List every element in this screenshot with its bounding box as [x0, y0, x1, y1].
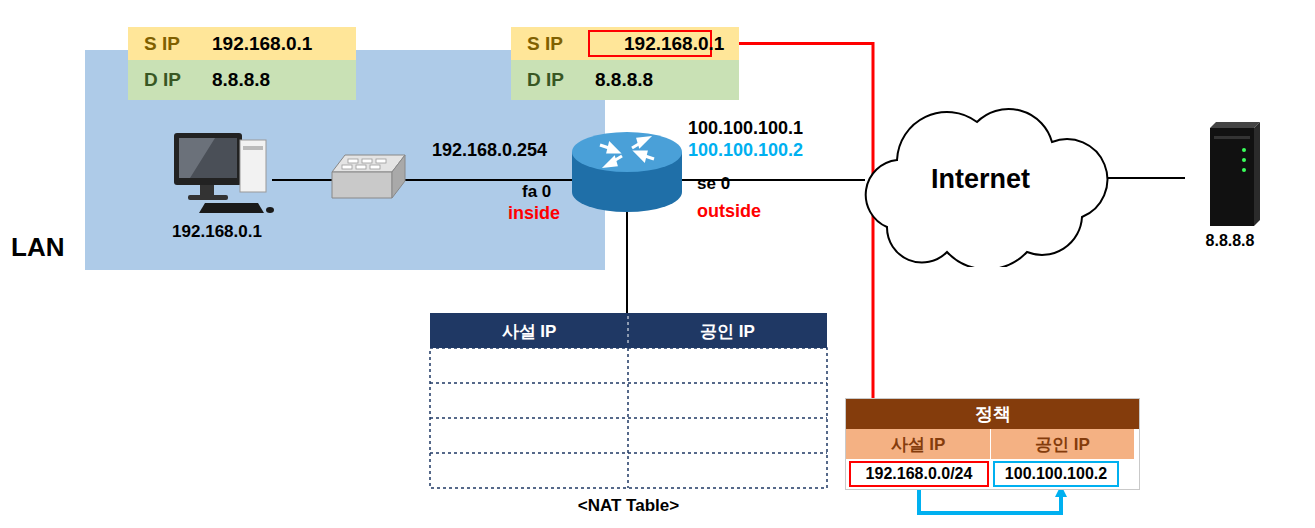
node-text: 100.100.100.2 [1005, 465, 1107, 483]
interface-label: fa 0 [522, 182, 551, 202]
pc-icon [174, 133, 274, 213]
server-icon [1210, 122, 1260, 226]
node-text: 8.8.8.8 [595, 69, 653, 91]
interface-label: se 0 [697, 174, 730, 194]
packet-dest-row: D IP8.8.8.8 [511, 60, 739, 100]
highlighted-ip: 192.168.0.1 [588, 30, 712, 57]
interface-label: inside [508, 203, 560, 224]
policy-table: 정책사설 IP 공인 IP 192.168.0.0/24 100.100.100.2 [845, 398, 1140, 490]
packet-source-row: S IP192.168.0.1 [128, 27, 356, 60]
table-header: 사설 IP [430, 320, 628, 343]
node-text: 192.168.0.1 [608, 33, 692, 55]
node-text: 8.8.8.8 [212, 69, 270, 91]
node-text: Internet [852, 164, 1109, 195]
interface-label: 192.168.0.254 [432, 140, 547, 161]
node-text: S IP [128, 33, 212, 55]
packet-dest-row: D IP8.8.8.8 [128, 60, 356, 100]
internet-cloud: Internet [852, 92, 1109, 267]
node-text: 공인 IP [1035, 433, 1090, 456]
interface-label: 100.100.100.2 [688, 140, 803, 161]
interface-label: 8.8.8.8 [1180, 232, 1280, 250]
node-text: 사설 IP [891, 433, 946, 456]
node-text: S IP [511, 33, 595, 55]
packet-source-row: S IP 192.168.0.1 [511, 27, 739, 60]
table-caption: <NAT Table> [430, 496, 827, 516]
node-text: 192.168.0.1 [212, 33, 312, 55]
node-text: 정책 [846, 399, 1139, 429]
interface-label: 100.100.100.1 [688, 118, 803, 139]
policy-public-cell: 100.100.100.2 [993, 461, 1119, 487]
node-text: 192.168.0.0/24 [866, 465, 973, 483]
router-icon [572, 132, 682, 212]
lan-area [85, 50, 605, 270]
table-header: 공인 IP [628, 320, 827, 343]
node-text: D IP [128, 69, 212, 91]
interface-label: outside [697, 201, 761, 222]
policy-header-cell: 공인 IP [991, 429, 1134, 459]
interface-label: 192.168.0.1 [157, 222, 277, 242]
policy-header-cell: 사설 IP [846, 429, 991, 459]
node-text: D IP [511, 69, 595, 91]
flow-arrow [712, 44, 873, 430]
nat-table [430, 313, 827, 488]
switch-icon [332, 155, 405, 198]
flow-arrow [919, 487, 1061, 513]
node-text: LAN [11, 232, 64, 263]
policy-private-cell: 192.168.0.0/24 [849, 461, 989, 487]
